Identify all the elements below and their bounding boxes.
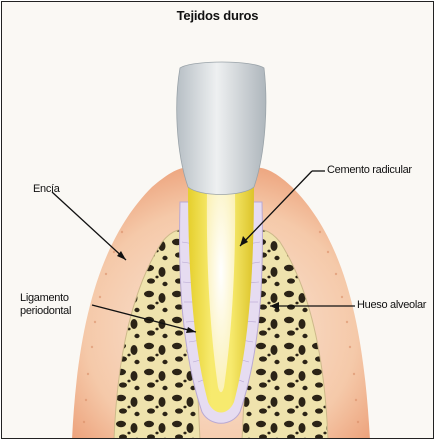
tooth-crown bbox=[177, 62, 266, 195]
label-ligamento-line1: Ligamento bbox=[20, 292, 69, 305]
label-hueso-alveolar: Hueso alveolar bbox=[357, 299, 426, 312]
label-cemento-radicular: Cemento radicular bbox=[327, 164, 412, 177]
figure-title: Tejidos duros bbox=[2, 8, 433, 23]
label-encia: Encía bbox=[33, 183, 60, 196]
label-ligamento-line2: periodontal bbox=[20, 305, 71, 318]
tooth-illustration bbox=[2, 2, 434, 439]
